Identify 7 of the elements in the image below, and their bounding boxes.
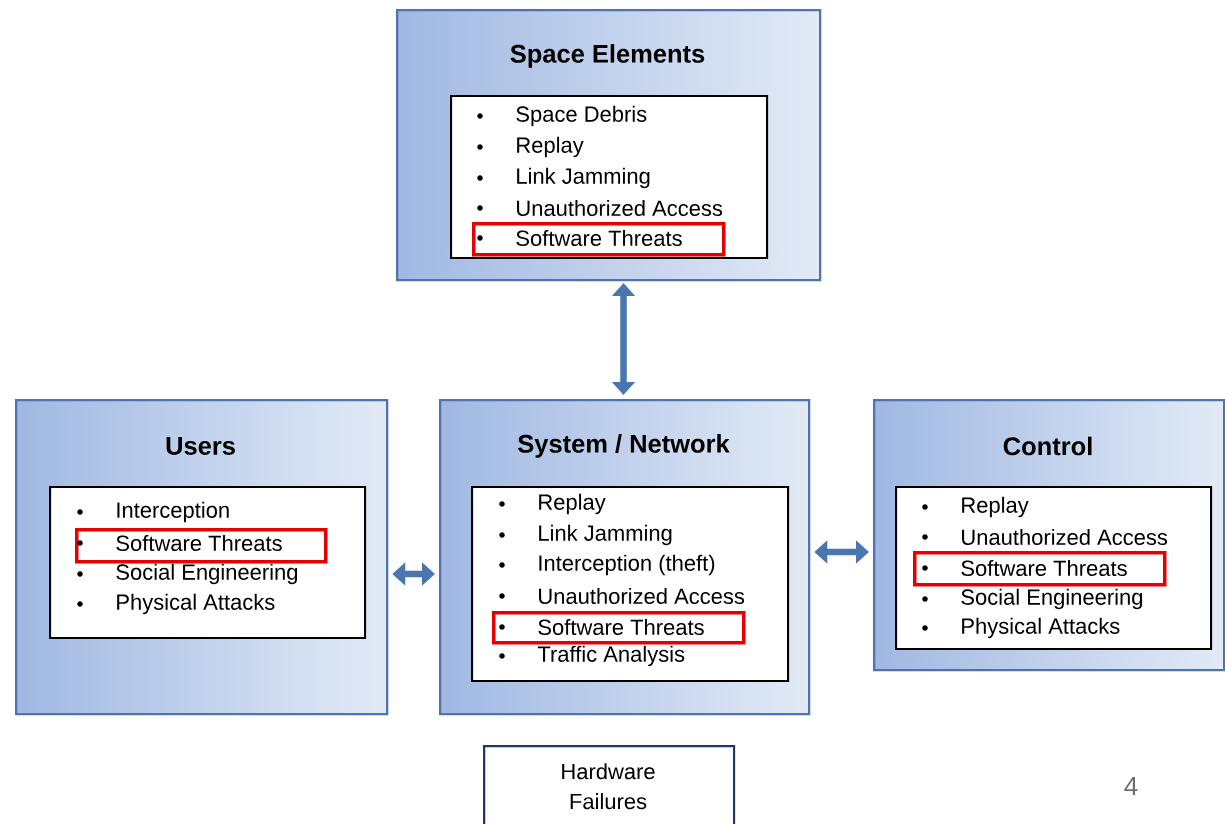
page-number: 4 [1124, 776, 1138, 796]
failure-box: Hardware Failures [483, 745, 736, 824]
double-arrow [611, 283, 636, 395]
highlight-box: Software Threats [472, 222, 726, 257]
highlight-box: Software Threats [913, 551, 1167, 587]
highlight-box: Software Threats [75, 528, 328, 564]
highlight-box: Software Threats [492, 611, 746, 645]
